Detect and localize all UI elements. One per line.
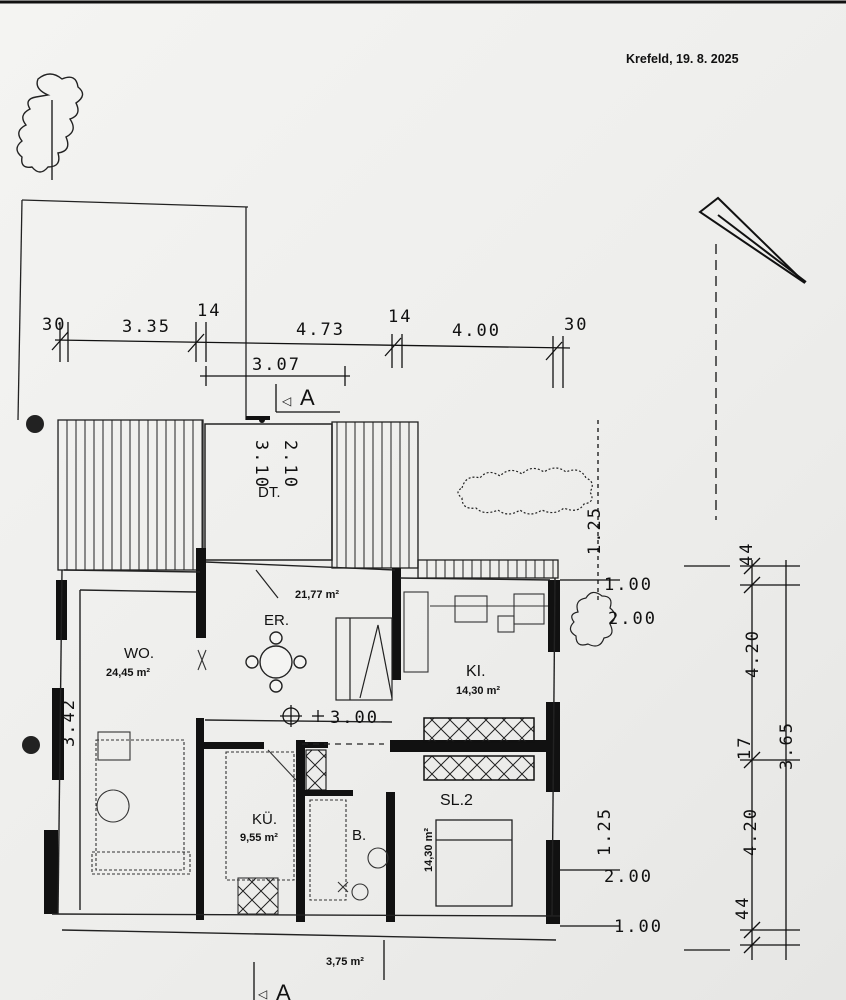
bed-symbol <box>435 819 513 907</box>
stair-cabinet <box>255 569 393 701</box>
section-line-bottom <box>253 940 385 1000</box>
balcony-hatch-right <box>331 421 419 569</box>
corridor-cabinet <box>305 749 327 791</box>
balcony-hatch-strip <box>417 559 559 579</box>
room-wo-label: WO. <box>124 645 154 662</box>
level-marker <box>280 705 324 727</box>
room-b-label: B. <box>352 827 366 844</box>
dim-top-6: 4.00 <box>452 321 501 341</box>
room-ku-area: 9,55 m² <box>240 832 278 844</box>
dim-top-7: 30 <box>564 315 588 335</box>
dim-right-2: 44 <box>737 542 757 566</box>
wardrobe-upper <box>423 717 535 743</box>
north-arrow <box>698 196 807 284</box>
room-sl-label: SL.2 <box>440 792 473 809</box>
room-dt-outline <box>204 423 333 561</box>
tree-symbol <box>16 73 84 180</box>
section-arrow-top-glyph: ◁ <box>282 394 292 408</box>
dim-right-8: 1.25 <box>595 807 615 856</box>
dim-top-3: 14 <box>197 301 221 321</box>
dim-right-1: 1.25 <box>585 506 605 555</box>
dim-right-7: 3.65 <box>777 721 797 770</box>
room-er-area: 21,77 m² <box>295 589 339 601</box>
dim-top-4: 4.73 <box>296 320 345 340</box>
room-sl-area: 14,30 m² <box>423 828 435 872</box>
section-arrow-bottom-glyph: ◁ <box>258 987 268 1000</box>
dim-right-10: 2.00 <box>604 867 653 887</box>
room-er-label: ER. <box>264 612 289 629</box>
dim-top-1: 30 <box>42 315 66 335</box>
dt-post <box>259 417 265 423</box>
top-dimension-line <box>51 322 571 413</box>
bathroom-fixtures <box>309 799 389 901</box>
dim-stair-a: 3.10 <box>251 440 271 489</box>
dim-right-4: 2.00 <box>608 609 657 629</box>
room-ki-label: KI. <box>466 663 486 680</box>
dim-right-5: 4.20 <box>743 629 763 678</box>
dim-right-6: 17 <box>735 736 755 760</box>
dim-sub: 3.07 <box>252 355 301 375</box>
dim-right-3: 1.00 <box>604 575 653 595</box>
dim-right-11: 44 <box>733 896 753 920</box>
room-dt-label: DT. <box>258 484 281 501</box>
dim-right-9: 4.20 <box>741 807 761 856</box>
date-note: Krefeld, 19. 8. 2025 <box>626 52 739 66</box>
exterior-walls <box>44 548 560 924</box>
section-mark-top: A <box>300 385 315 410</box>
dim-stair-b: 2.10 <box>280 440 300 489</box>
terrace-outline <box>17 199 249 421</box>
dining-table-icon <box>245 631 307 693</box>
hedge-symbol <box>457 467 593 515</box>
kitchen-unit <box>225 749 297 915</box>
punch-hole-top <box>26 415 44 433</box>
wall-lines <box>51 561 561 941</box>
living-furniture <box>91 649 207 875</box>
room-wo-area: 24,45 m² <box>106 667 150 679</box>
dim-left: 3.42 <box>59 698 79 747</box>
level-value: 3.00 <box>330 708 379 728</box>
room-ki-area: 14,30 m² <box>456 685 500 697</box>
right-dimension-chain <box>560 244 800 960</box>
bottom-area: 3,75 m² <box>326 956 364 968</box>
wardrobe-lower <box>423 755 535 781</box>
dim-top-5: 14 <box>388 307 412 327</box>
kitchen-furniture <box>403 591 548 673</box>
dim-right-12: 1.00 <box>614 917 663 937</box>
balcony-hatch-left <box>57 419 204 571</box>
room-ku-label: KÜ. <box>252 810 277 828</box>
shrub-symbol <box>569 591 616 647</box>
punch-hole-bottom <box>22 736 40 754</box>
section-mark-bottom: A <box>276 980 291 1000</box>
dim-top-2: 3.35 <box>122 317 171 337</box>
